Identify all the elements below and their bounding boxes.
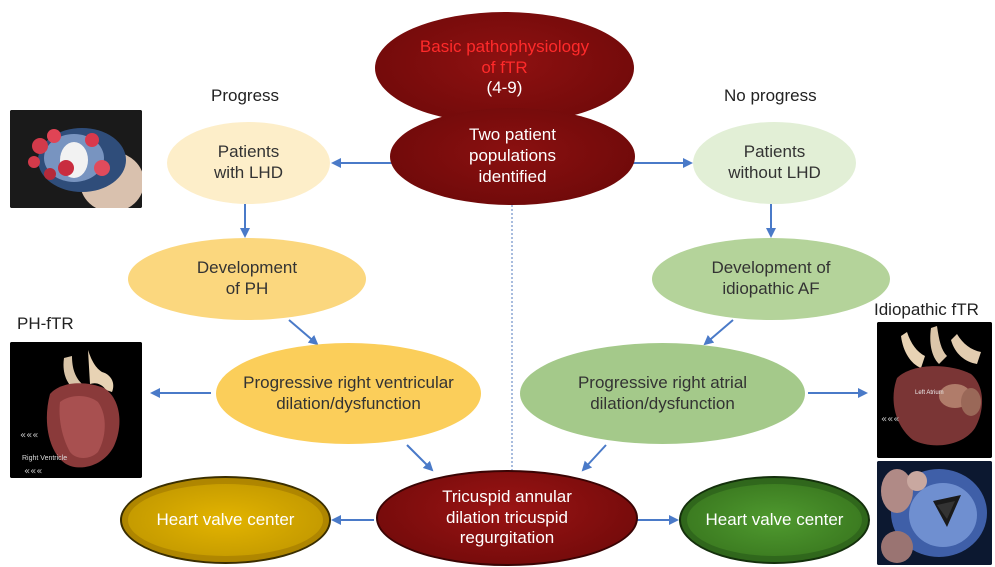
patients-no-lhd-node: Patients without LHD [693, 122, 856, 204]
arrow-ph-to-rv [288, 319, 319, 346]
left-atrium-caption: Left Atrium [915, 390, 944, 396]
development-af-line-2: idiopathic AF [722, 279, 820, 298]
svg-text:«««: ««« [24, 466, 42, 477]
tricuspid-line-3: regurgitation [459, 528, 555, 548]
development-ph-line-2: of PH [225, 279, 269, 298]
heart-valve-3d-icon [10, 110, 142, 208]
two-populations-line-2: populations [469, 146, 556, 166]
heart-right-ventricle-icon: Right Ventricle ««« ««« [10, 342, 142, 478]
tricuspid-line-1: Tricuspid annular [442, 486, 572, 506]
two-populations-node: Two patient populations identified [390, 108, 635, 205]
ra-dilation-line-2: dilation/dysfunction [590, 393, 735, 413]
arrow-ra-to-tricuspid [581, 444, 607, 472]
hvc-left-label: Heart valve center [156, 509, 295, 529]
ph-ftr-label: PH-fTR [17, 314, 74, 333]
development-af-line-1: Development of [711, 258, 831, 278]
patients-lhd-line-2: with LHD [214, 163, 283, 182]
idiopathic-ftr-label: Idiopathic fTR [874, 300, 979, 319]
development-ph-node: Development of PH [128, 238, 366, 320]
heart-valve-center-right: Heart valve center [679, 476, 870, 564]
right-ventricle-caption: Right Ventricle [22, 455, 67, 462]
tricuspid-regurgitation-node: Tricuspid annular dilation tricuspid reg… [376, 470, 638, 566]
no-progress-label: No progress [724, 86, 817, 105]
patients-lhd-line-1: Patients [217, 142, 280, 162]
title-refs: (4-9) [486, 78, 523, 98]
patients-no-lhd-line-1: Patients [743, 142, 806, 162]
svg-text:«««: ««« [881, 414, 899, 425]
svg-text:«««: ««« [20, 430, 38, 441]
arrow-af-to-ra [703, 319, 734, 346]
rv-dilation-line-1: Progressive right ventricular [243, 372, 454, 392]
patients-lhd-node: Patients with LHD [167, 122, 330, 204]
title-line-2: of fTR [481, 57, 528, 77]
two-populations-line-1: Two patient [469, 125, 556, 145]
ra-dilation-node: Progressive right atrial dilation/dysfun… [520, 343, 805, 444]
development-af-node: Development of idiopathic AF [652, 238, 890, 320]
ra-dilation-line-1: Progressive right atrial [577, 372, 748, 392]
title-line-1: Basic pathophysiology [419, 36, 590, 56]
heart-left-atrium-icon: Left Atrium ««« [877, 322, 992, 458]
tricuspid-valve-icon [877, 461, 992, 565]
tricuspid-line-2: dilation tricuspid [446, 507, 568, 527]
arrow-rv-to-tricuspid [406, 444, 434, 472]
heart-valve-center-left: Heart valve center [120, 476, 331, 564]
patients-no-lhd-line-2: without LHD [728, 163, 821, 182]
progress-label: Progress [211, 86, 280, 105]
rv-dilation-line-2: dilation/dysfunction [276, 393, 421, 413]
hvc-right-label: Heart valve center [705, 509, 844, 529]
title-node: Basic pathophysiology of fTR (4-9) [375, 12, 634, 124]
two-populations-line-3: identified [478, 166, 547, 186]
development-ph-line-1: Development [196, 258, 298, 278]
rv-dilation-node: Progressive right ventricular dilation/d… [216, 343, 481, 444]
